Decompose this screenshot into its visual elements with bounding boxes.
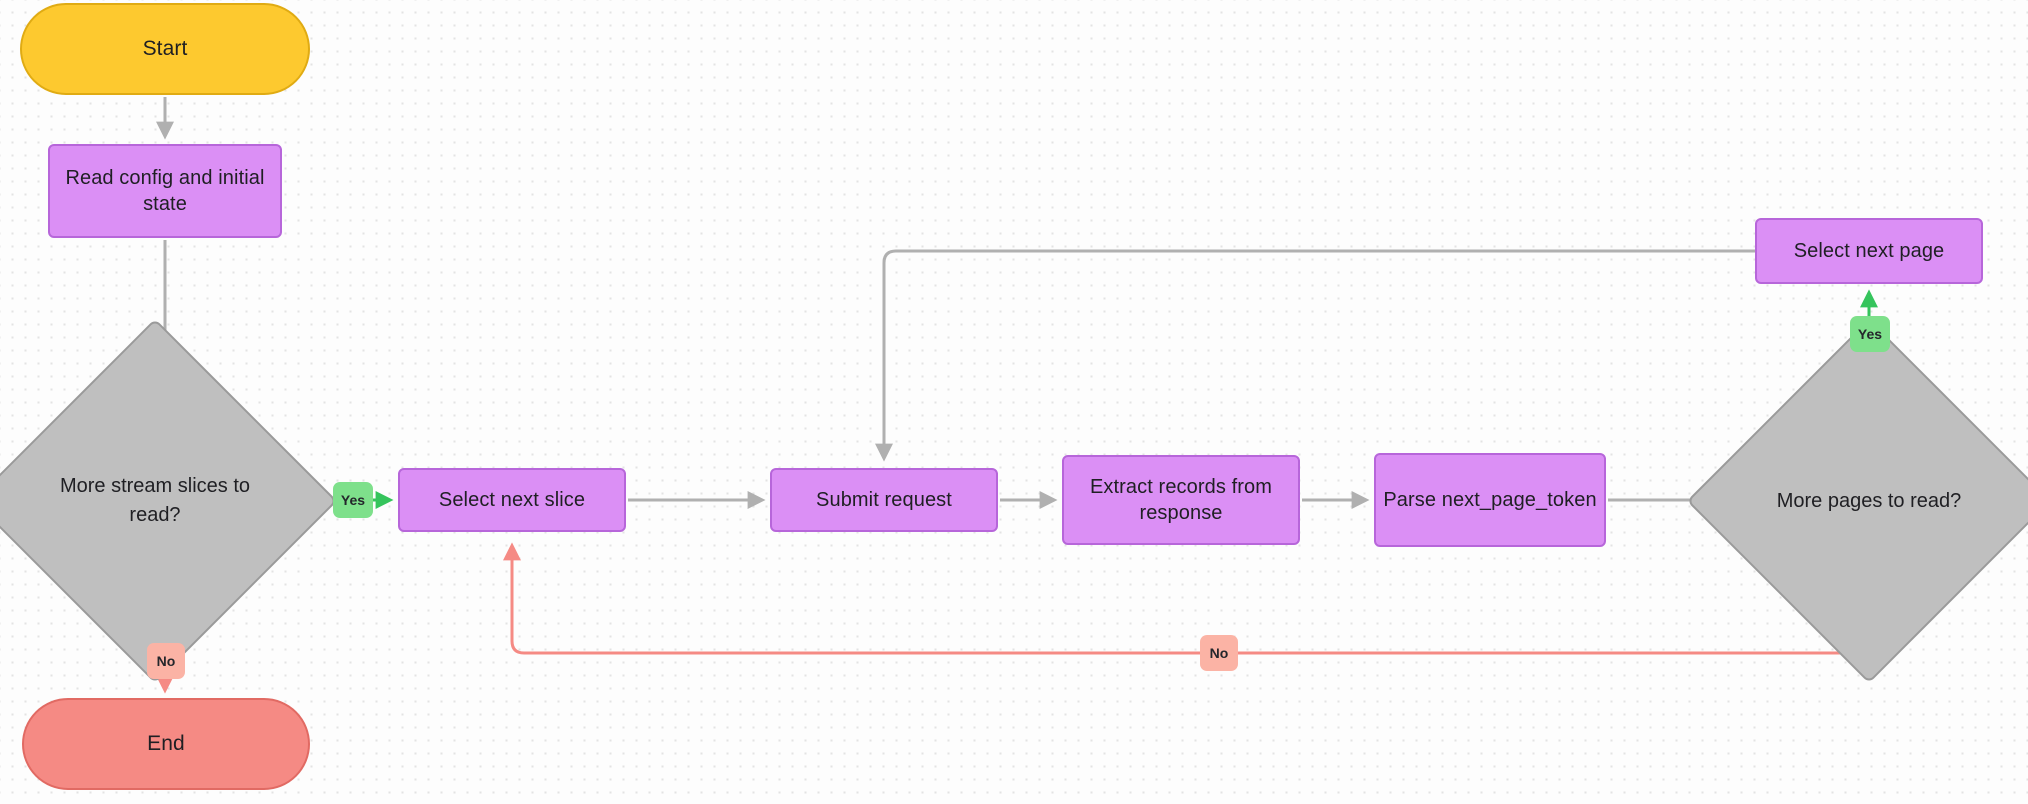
node-select-next-page[interactable]: Select next page (1755, 218, 1983, 284)
node-select-next-page-label: Select next page (1793, 240, 1945, 262)
edge-select-page-to-submit-request (875, 249, 1755, 462)
edge-label-pages-yes[interactable]: Yes (1850, 316, 1890, 352)
edge-label-pages-no[interactable]: No (1200, 635, 1238, 671)
node-parse-next-page-token-label: Parse next_page_token (1383, 489, 1597, 511)
node-more-stream-slices-label: More stream slices to read? (59, 475, 251, 526)
node-extract-records-label: Extract records from response (1089, 476, 1273, 524)
node-read-config-label: Read config and initial state (65, 167, 265, 215)
node-extract-records[interactable]: Extract records from response (1062, 455, 1300, 545)
node-select-next-slice-label: Select next slice (438, 489, 586, 511)
edge-more-pages-no-to-select-slice (503, 542, 1871, 655)
edge-label-slices-yes-text: Yes (340, 492, 366, 508)
edge-label-pages-yes-text: Yes (1857, 326, 1883, 342)
node-submit-request[interactable]: Submit request (770, 468, 998, 532)
node-more-stream-slices-decision[interactable]: More stream slices to read? (0, 318, 338, 684)
node-more-pages-decision[interactable]: More pages to read? (1686, 318, 2028, 684)
node-parse-next-page-token[interactable]: Parse next_page_token (1374, 453, 1606, 547)
edge-label-slices-no-text: No (156, 653, 176, 669)
edge-label-slices-no[interactable]: No (147, 643, 185, 679)
node-more-pages-label: More pages to read? (1776, 489, 1962, 512)
node-end-label: End (147, 732, 185, 756)
node-read-config[interactable]: Read config and initial state (48, 144, 282, 238)
node-select-next-slice[interactable]: Select next slice (398, 468, 626, 532)
edge-label-pages-no-text: No (1209, 645, 1229, 661)
node-end[interactable]: End (22, 698, 310, 790)
node-start-label: Start (142, 37, 188, 61)
node-submit-request-label: Submit request (816, 489, 952, 511)
edge-label-slices-yes[interactable]: Yes (333, 482, 373, 518)
node-start[interactable]: Start (20, 3, 310, 95)
